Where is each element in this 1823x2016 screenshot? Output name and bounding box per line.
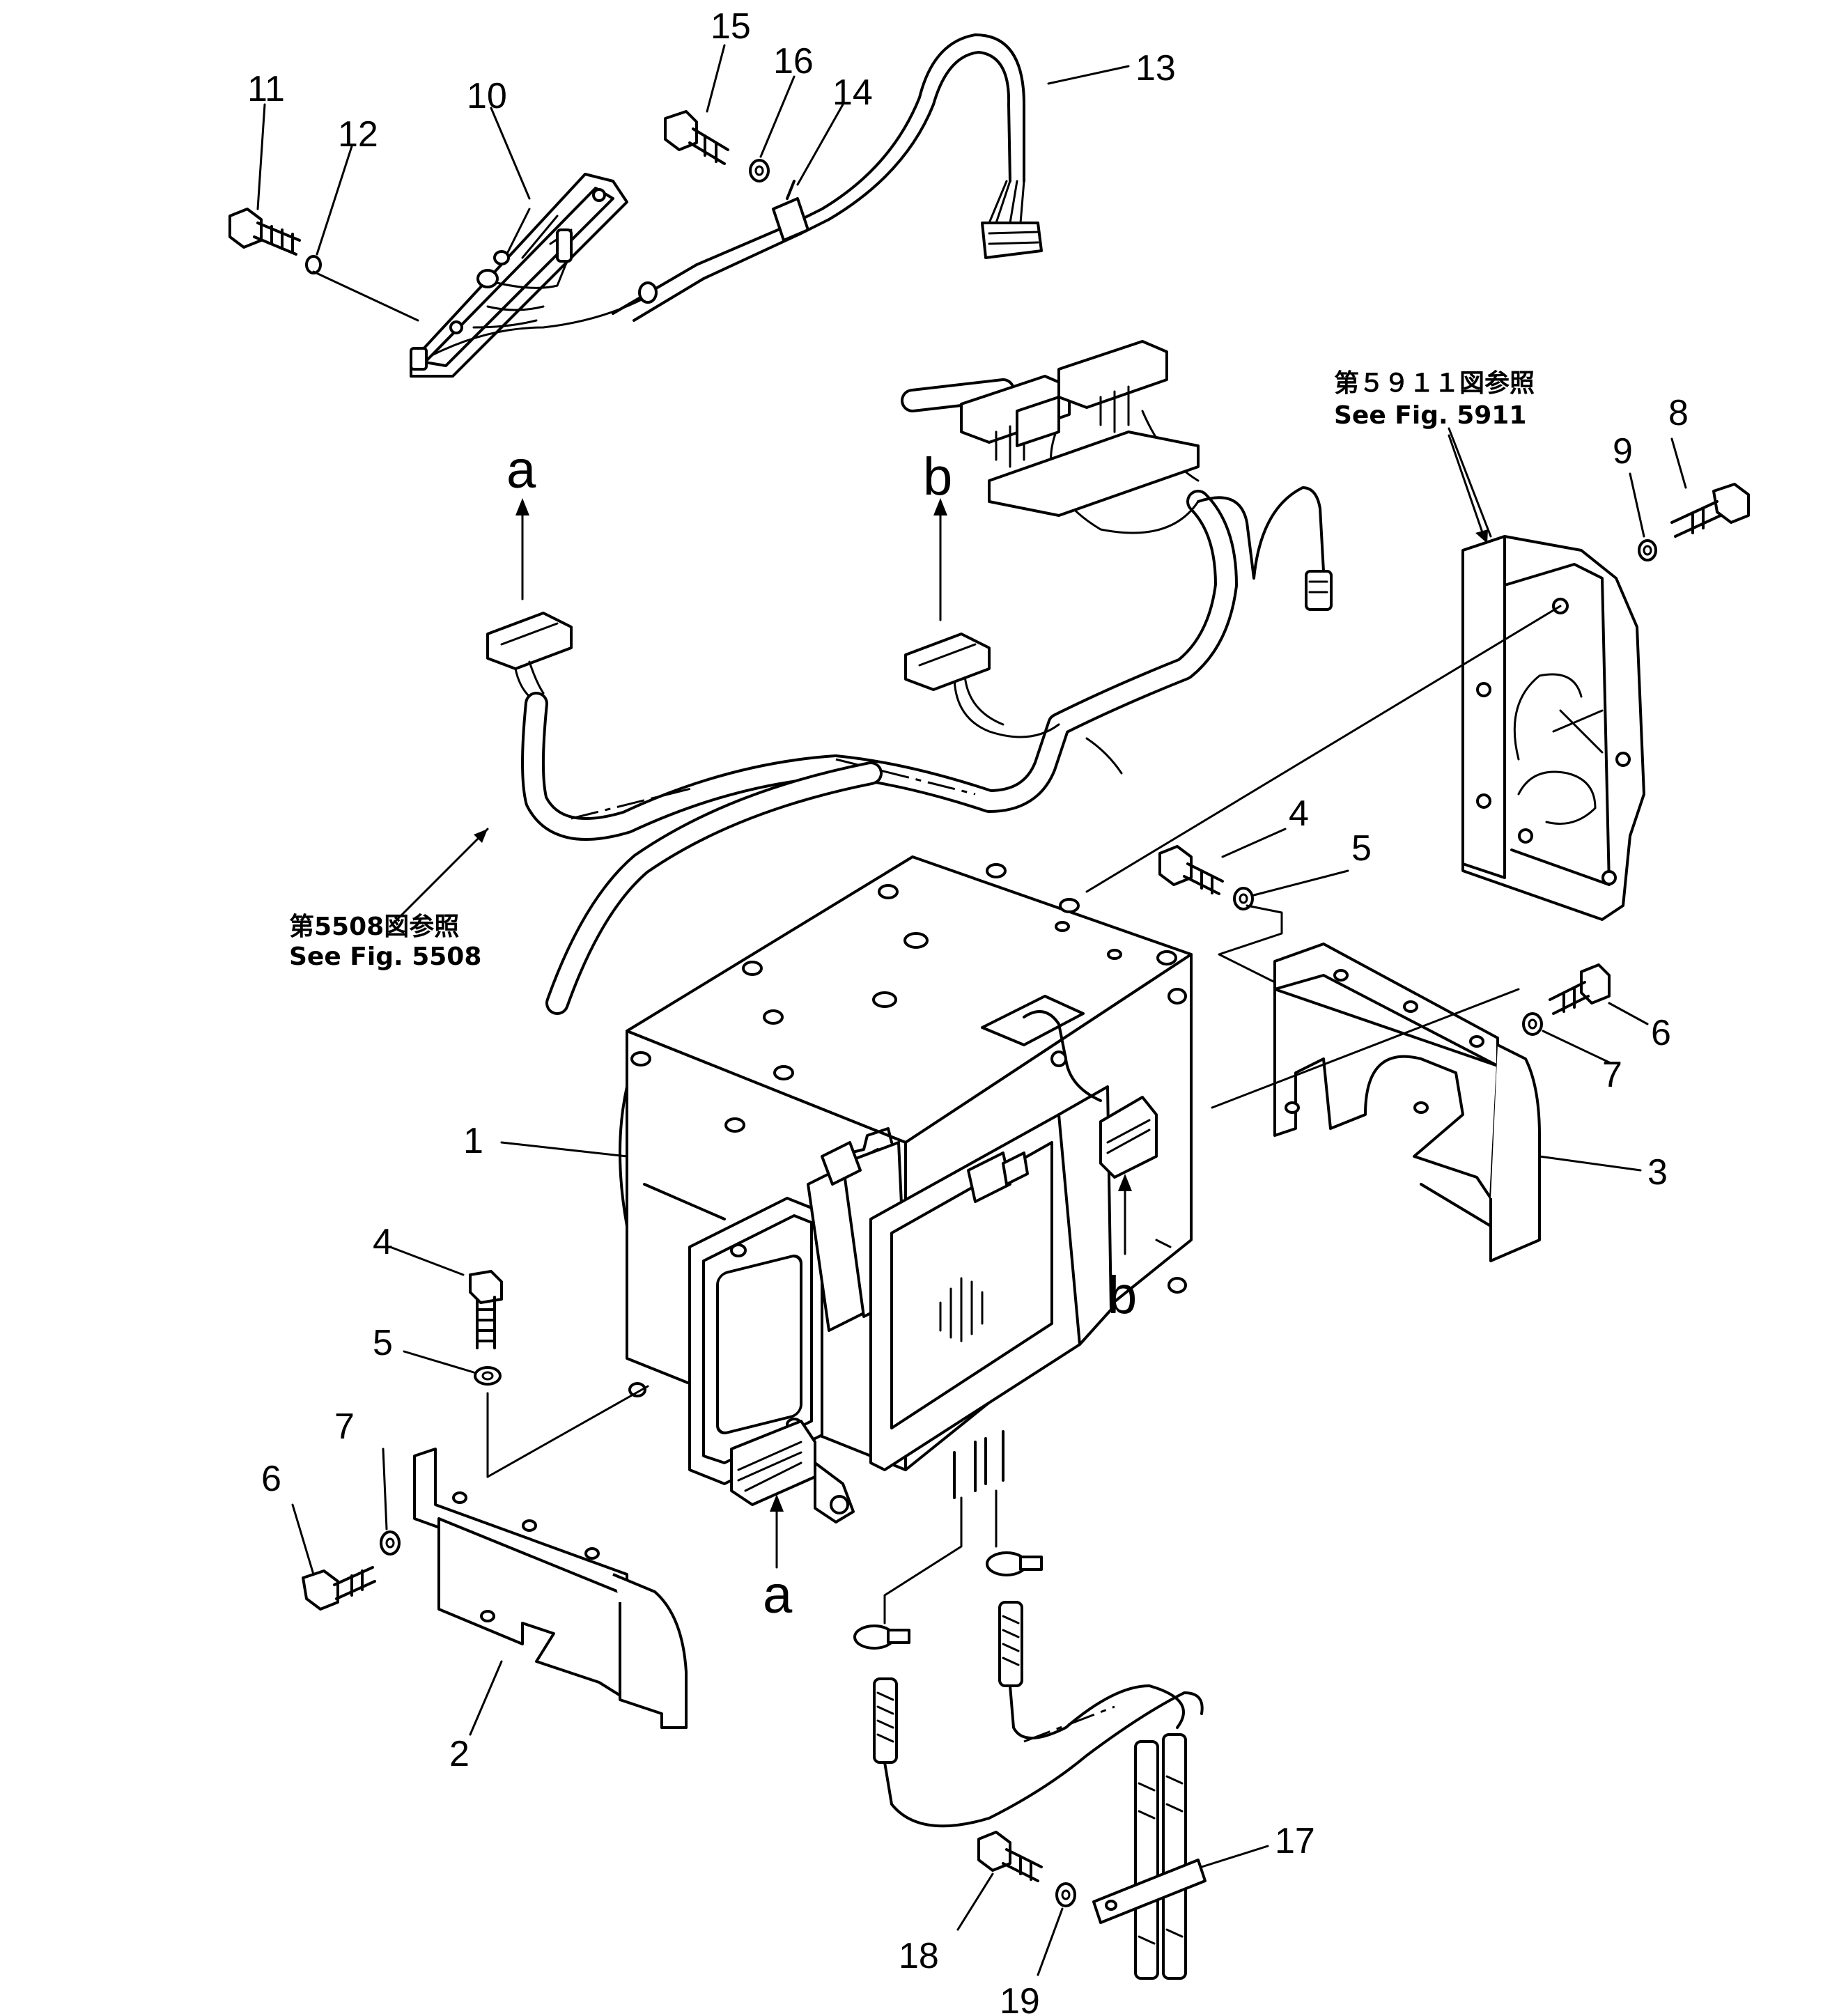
callout-2: 2: [449, 1734, 470, 1774]
bolt-6-left: [302, 1566, 376, 1611]
bolt-18: [977, 1831, 1043, 1882]
callout-17: 17: [1275, 1821, 1315, 1861]
bolt-8: [1670, 483, 1750, 538]
callout-5-left: 5: [373, 1323, 393, 1363]
harness-13: [772, 33, 1043, 259]
washer-9: [1638, 539, 1657, 561]
callout-3: 3: [1647, 1152, 1668, 1193]
callout-8: 8: [1668, 393, 1689, 433]
control-box: [688, 1197, 855, 1523]
bolt-4-left: [469, 1270, 503, 1349]
ref-fig5508-jp: 第5508図参照: [289, 913, 459, 941]
callout-7-right: 7: [1602, 1055, 1622, 1095]
bracket-3: [1273, 943, 1541, 1262]
washer-12: [305, 255, 322, 274]
callout-6-left: 6: [261, 1459, 281, 1499]
callout-16: 16: [773, 41, 814, 82]
top-bolts: [630, 863, 1177, 1133]
figure-references: 第５９１１図参照 See Fig. 5911 第5508図参照 See Fig.…: [289, 369, 1535, 971]
callout-19: 19: [1000, 1981, 1040, 2016]
leader-lines: [256, 44, 1687, 1976]
callout-labels: 1 2 3 4 4 5 5 6 6 7 7 8 9 10 11 12 13 14…: [247, 6, 1689, 2016]
ref-fig5911-jp: 第５９１１図参照: [1334, 369, 1535, 398]
callout-13: 13: [1135, 48, 1176, 88]
bolt-6-right: [1549, 963, 1611, 1015]
washer-7-right: [1522, 1012, 1543, 1036]
ref-fig5508-en: See Fig. 5508: [289, 943, 481, 971]
bolt-15: [664, 110, 729, 165]
washer-19: [1055, 1882, 1076, 1907]
ref-fig5911-en: See Fig. 5911: [1334, 401, 1526, 430]
connector-marks: a b a b: [506, 440, 1137, 1625]
callout-4-right: 4: [1289, 793, 1309, 834]
callout-7-left: 7: [334, 1406, 355, 1447]
mark-a-top: a: [506, 440, 536, 499]
callout-14: 14: [832, 72, 873, 113]
fasteners: [228, 110, 1750, 1907]
callout-18: 18: [899, 1936, 939, 1976]
hose-assembly: [853, 1489, 1207, 1980]
callout-15: 15: [711, 6, 751, 47]
mark-b-top: b: [923, 447, 952, 506]
callout-4-left: 4: [373, 1222, 393, 1262]
callout-10: 10: [467, 76, 507, 116]
mark-b-bottom: b: [1108, 1266, 1137, 1325]
rear-panel: [1461, 535, 1645, 921]
callout-1: 1: [463, 1121, 483, 1161]
mark-a-bottom: a: [763, 1565, 793, 1625]
washer-5-left: [474, 1366, 502, 1386]
bolt-11: [228, 208, 301, 256]
switch-panel: [410, 173, 802, 378]
washer-7-left: [380, 1530, 401, 1556]
callout-5-right: 5: [1351, 828, 1372, 869]
main-unit: [619, 855, 1193, 1523]
bolt-4-right: [1158, 845, 1224, 895]
electronics-module: [821, 995, 1158, 1471]
washer-5-right: [1233, 887, 1254, 910]
callout-9: 9: [1613, 431, 1633, 472]
washer-16: [749, 159, 770, 183]
wire-harness: [486, 340, 1333, 1015]
callout-11: 11: [247, 69, 285, 109]
callout-12: 12: [338, 114, 378, 155]
bracket-2: [413, 1448, 688, 1729]
callout-6-right: 6: [1651, 1013, 1671, 1053]
